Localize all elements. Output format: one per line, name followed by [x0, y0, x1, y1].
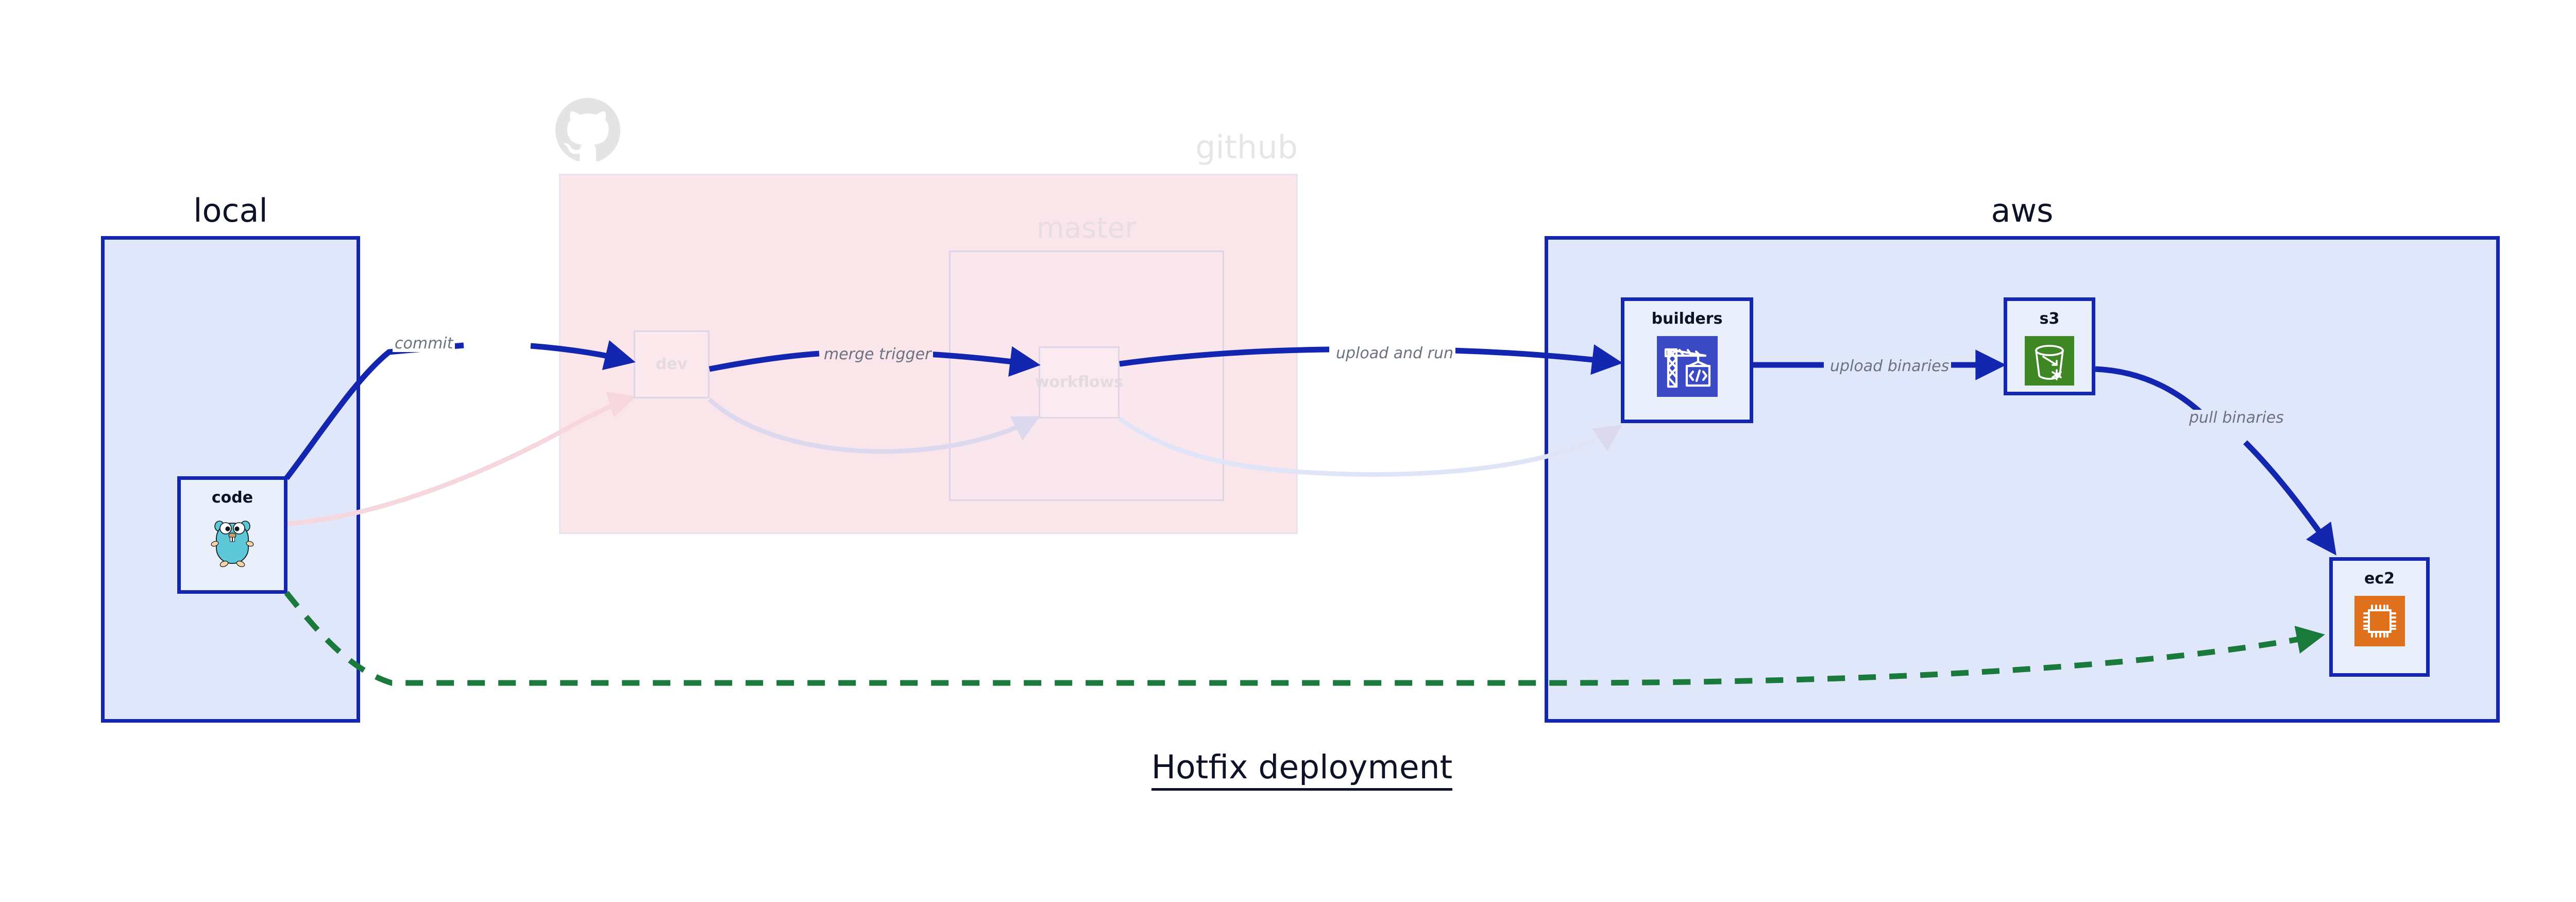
diagram-caption-text: Hotfix deployment	[1151, 748, 1453, 791]
edge-label-pull-binaries: pull binaries	[2187, 410, 2286, 426]
edge-label-upload-and-run: upload and run	[1334, 345, 1456, 362]
node-ec2-label: ec2	[2364, 570, 2395, 588]
go-gopher-icon	[211, 521, 254, 567]
edge-label-commit: commit	[393, 336, 455, 352]
edge-label-merge-trigger: merge trigger	[822, 346, 934, 363]
node-s3[interactable]: s3	[2004, 297, 2095, 395]
diagram-caption: Hotfix deployment	[0, 748, 2576, 791]
cluster-master-label: master	[1037, 211, 1137, 244]
cluster-github-label: github	[1195, 128, 1298, 166]
node-workflows[interactable]: workflows	[1035, 346, 1123, 419]
cluster-local-label: local	[193, 192, 268, 229]
github-octocat-icon	[555, 98, 620, 161]
node-dev[interactable]: dev	[634, 330, 709, 398]
node-code[interactable]: code	[177, 476, 287, 594]
edge-label-upload-binaries: upload binaries	[1828, 358, 1952, 375]
node-workflows-label: workflows	[1035, 373, 1124, 391]
s3-bucket-icon	[2025, 336, 2074, 386]
node-builders[interactable]: builders	[1621, 297, 1753, 423]
node-ec2[interactable]: ec2	[2329, 557, 2430, 677]
node-code-label: code	[211, 489, 253, 507]
node-s3-label: s3	[2039, 310, 2060, 328]
crane-code-icon	[1656, 336, 1718, 397]
node-builders-label: builders	[1651, 310, 1723, 328]
cluster-aws-label: aws	[1991, 192, 2054, 229]
node-dev-label: dev	[655, 355, 688, 373]
cpu-chip-icon	[2354, 596, 2405, 646]
